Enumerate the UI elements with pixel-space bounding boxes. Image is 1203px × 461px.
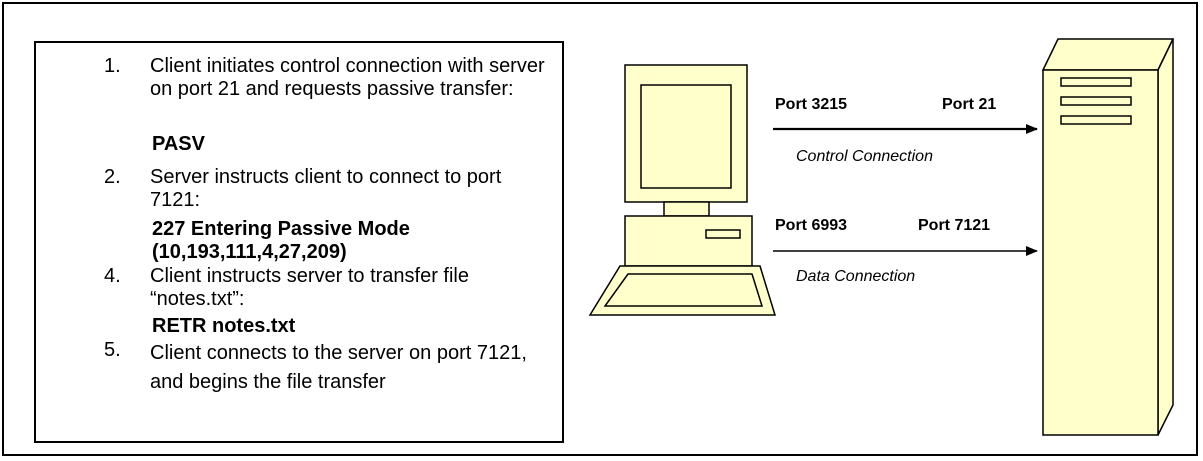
step-number: 4. — [104, 265, 121, 287]
step-command: RETR notes.txt — [152, 315, 296, 337]
step-text: Client instructs server to transfer file… — [150, 265, 469, 310]
step-text: Client connects to the server on port 71… — [150, 342, 527, 393]
step-text: Client initiates control connection with… — [150, 55, 545, 100]
step-command-line-1: 227 Entering Passive Mode — [152, 218, 410, 240]
steps-list: 1. Client initiates control connection w… — [34, 41, 564, 443]
step-text: Server instructs client to connect to po… — [150, 166, 502, 211]
step-command: PASV — [152, 133, 205, 155]
step-number: 2. — [104, 166, 121, 188]
step-number: 1. — [104, 55, 121, 77]
step-command-line-2: (10,193,111,4,27,209) — [152, 241, 347, 263]
step-number: 5. — [104, 339, 121, 361]
